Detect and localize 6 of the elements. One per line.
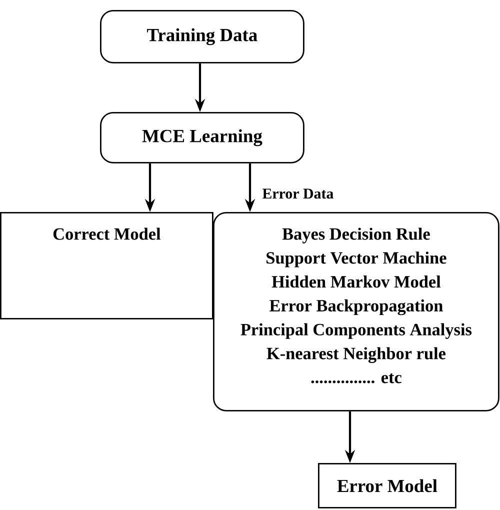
result-box: Correct Model xyxy=(0,212,214,320)
method-list-box: Bayes Decision Rule Support Vector Machine Hidden Markov Model Error Backpropagation Principal Components Analysis K-nearest Neighbor rule ............... etc xyxy=(213,212,500,412)
process-box: MCE Learning xyxy=(100,112,304,164)
result-box: Error Model xyxy=(318,463,456,508)
process-box: Training Data xyxy=(100,10,304,64)
edge-label: Error Data xyxy=(262,188,334,199)
